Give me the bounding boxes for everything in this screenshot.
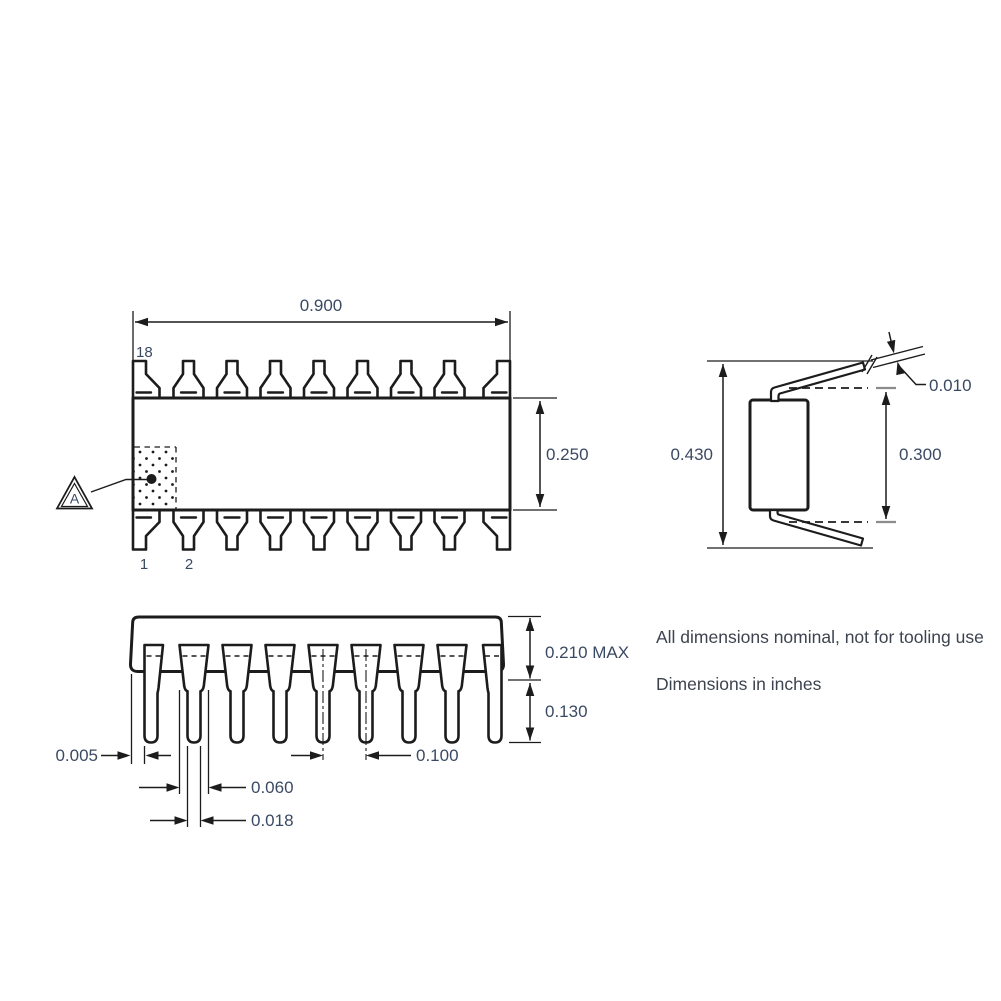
pin-2-number: 2 [185, 556, 193, 573]
dim-body-height: 0.210 MAX 0.130 [508, 615, 629, 744]
note-units: Dimensions in inches [656, 674, 822, 694]
arrowhead-left [135, 317, 148, 327]
dim-body-edge-to-lead-label: 0.005 [55, 746, 98, 765]
package-body-top-view [131, 396, 512, 512]
dim-body-edge-to-lead: 0.005 [55, 674, 171, 765]
pin [215, 508, 249, 551]
pin [389, 359, 423, 400]
note-nominal: All dimensions nominal, not for tooling … [656, 627, 984, 647]
pin [346, 508, 379, 551]
dim-body-height-label: 0.210 MAX [545, 643, 629, 662]
pin [393, 643, 425, 744]
dim-overall-lead-span-label: 0.430 [670, 445, 713, 464]
arrowhead-left [200, 816, 214, 825]
dim-lead-thickness-label: 0.010 [929, 376, 972, 395]
pin [436, 643, 468, 744]
dim-lead-tip-width: 0.018 [150, 746, 294, 830]
top-view-package [131, 359, 512, 551]
dim-lead-shoulder-width-label: 0.060 [251, 778, 294, 797]
pin [302, 359, 336, 400]
pin [178, 643, 210, 744]
pin-18-number: 18 [136, 344, 153, 361]
arrowhead-right [174, 816, 188, 825]
pin [215, 359, 249, 400]
dim-lead-shoulder-width: 0.060 [139, 690, 294, 797]
dim-lead-length-label: 0.130 [545, 702, 588, 721]
end-view: 0.430 0.300 0.010 [670, 331, 972, 549]
arrowhead-down [525, 727, 535, 741]
arrowhead-up [881, 392, 891, 405]
front-view: 0.210 MAX 0.130 0.005 0.060 [55, 615, 629, 830]
datum-triangle-inner [60, 482, 89, 508]
notes: All dimensions nominal, not for tooling … [656, 627, 984, 694]
arrowhead-up [718, 364, 728, 377]
pin [433, 359, 466, 400]
datum-a-callout: A [55, 475, 149, 510]
pin [346, 359, 379, 400]
break-tick [866, 356, 878, 375]
arrowhead-right [117, 751, 131, 760]
break-tick [861, 354, 873, 373]
pin [172, 508, 205, 551]
top-lead [769, 361, 867, 403]
arrowhead-down [881, 506, 891, 519]
bottom-lead [768, 508, 865, 547]
pin-1-number: 1 [140, 556, 148, 573]
arrowhead-right [495, 317, 508, 327]
arrowhead-up [535, 401, 545, 414]
dim-lead-pitch: 0.100 [291, 746, 459, 765]
pin [302, 508, 336, 551]
arrowhead-down [718, 532, 728, 545]
dim-body-width-label: 0.250 [546, 445, 589, 464]
lead-break-line [870, 345, 924, 361]
pin [221, 643, 253, 744]
arrowhead-left [208, 783, 222, 792]
dim-overall-length-label: 0.900 [300, 296, 343, 315]
pin-9-bottom [482, 508, 512, 551]
datum-triangle-outer [55, 475, 94, 510]
dim-lead-seating-span-label: 0.300 [899, 445, 942, 464]
pin [259, 508, 292, 551]
arrowhead-up [893, 360, 905, 376]
top-view: 0.900 [55, 296, 589, 573]
arrowhead-right [310, 751, 323, 760]
arrowhead-up [525, 618, 535, 631]
pin [433, 508, 466, 551]
arrowhead-right [166, 783, 180, 792]
arrowhead-down [525, 665, 535, 679]
dim-body-width: 0.250 [513, 397, 589, 511]
dim-lead-tip-width-label: 0.018 [251, 811, 294, 830]
pin [264, 643, 296, 744]
front-pin-1 [143, 643, 165, 744]
arrowhead-left [366, 751, 379, 760]
arrowhead-down [886, 339, 899, 355]
front-pin-9 [481, 643, 503, 744]
pin [172, 359, 205, 400]
datum-label: A [70, 491, 80, 507]
pin [389, 508, 423, 551]
package-body-end-view [748, 398, 810, 512]
pin1-indicator-dot [146, 474, 157, 484]
datum-leader-line [90, 478, 149, 493]
arrowhead-up [525, 683, 535, 696]
dim-lead-seating-span: 0.300 [881, 392, 942, 519]
pin-1-bottom [131, 508, 161, 551]
arrowhead-down [535, 494, 545, 507]
dim-overall-lead-span: 0.430 [670, 364, 728, 545]
dim-lead-pitch-label: 0.100 [416, 746, 459, 765]
lead-break-line [872, 353, 926, 369]
dim-lead-thickness: 0.010 [886, 331, 972, 395]
pin [259, 359, 292, 400]
